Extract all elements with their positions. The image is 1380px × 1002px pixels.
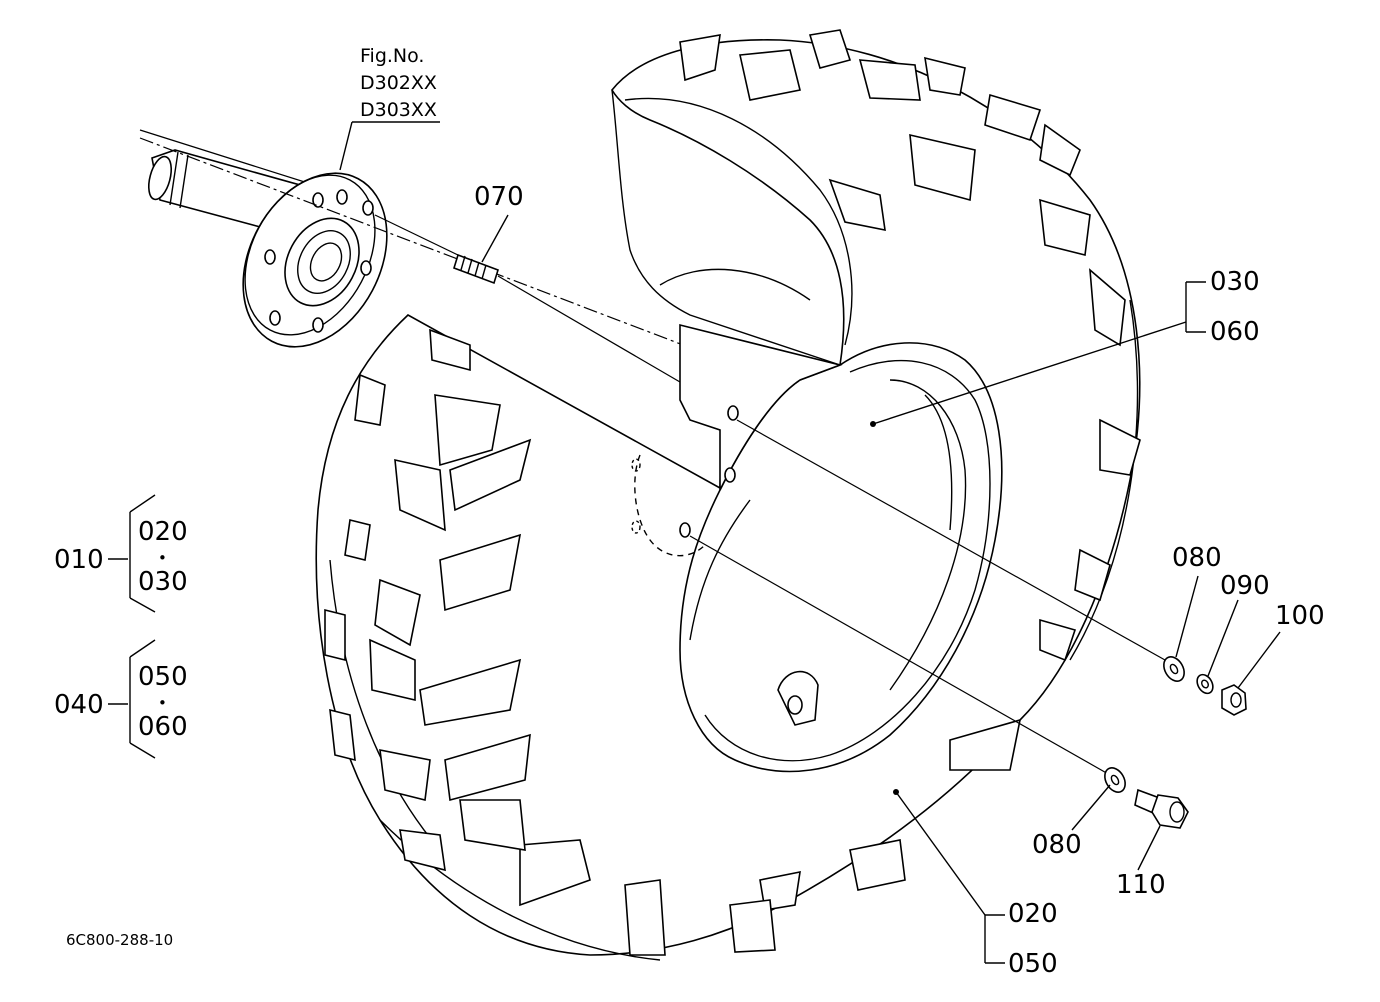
part-label-070: 070 — [474, 182, 524, 212]
part-label-090: 090 — [1220, 571, 1270, 601]
fig-number-2: D303XX — [360, 99, 437, 121]
washer-080-upper — [1163, 656, 1185, 682]
part-label-050-bottom: 050 — [1008, 949, 1058, 979]
part-label-080-lower: 080 — [1032, 830, 1082, 860]
part-label-030-group: 030 — [138, 567, 188, 597]
rim — [631, 323, 1003, 773]
part-label-060-group: 060 — [138, 712, 188, 742]
part-label-110: 110 — [1116, 870, 1166, 900]
hub-flange — [139, 137, 881, 421]
axle-shaft — [139, 129, 331, 236]
hex-nut-100 — [1221, 684, 1247, 716]
part-label-010: 010 — [54, 545, 104, 575]
part-label-040: 040 — [54, 690, 104, 720]
part-label-080-upper: 080 — [1172, 543, 1222, 573]
drawing-code: 6C800-288-10 — [66, 931, 173, 949]
spring-washer-090 — [1196, 673, 1214, 695]
part-label-100: 100 — [1275, 601, 1325, 631]
part-label-030-right: 030 — [1210, 267, 1260, 297]
part-label-060-right: 060 — [1210, 317, 1260, 347]
group-separator-040: • — [158, 694, 167, 712]
part-label-020-bottom: 020 — [1008, 899, 1058, 929]
stud-bolt — [374, 214, 681, 383]
leader-lines — [108, 121, 1281, 964]
part-label-050-group: 050 — [138, 662, 188, 692]
group-separator-010: • — [158, 549, 167, 567]
part-label-020-group: 020 — [138, 517, 188, 547]
fig-no-label: Fig.No. — [360, 45, 424, 67]
bolt-110 — [1134, 788, 1189, 829]
fig-number-1: D302XX — [360, 72, 437, 94]
